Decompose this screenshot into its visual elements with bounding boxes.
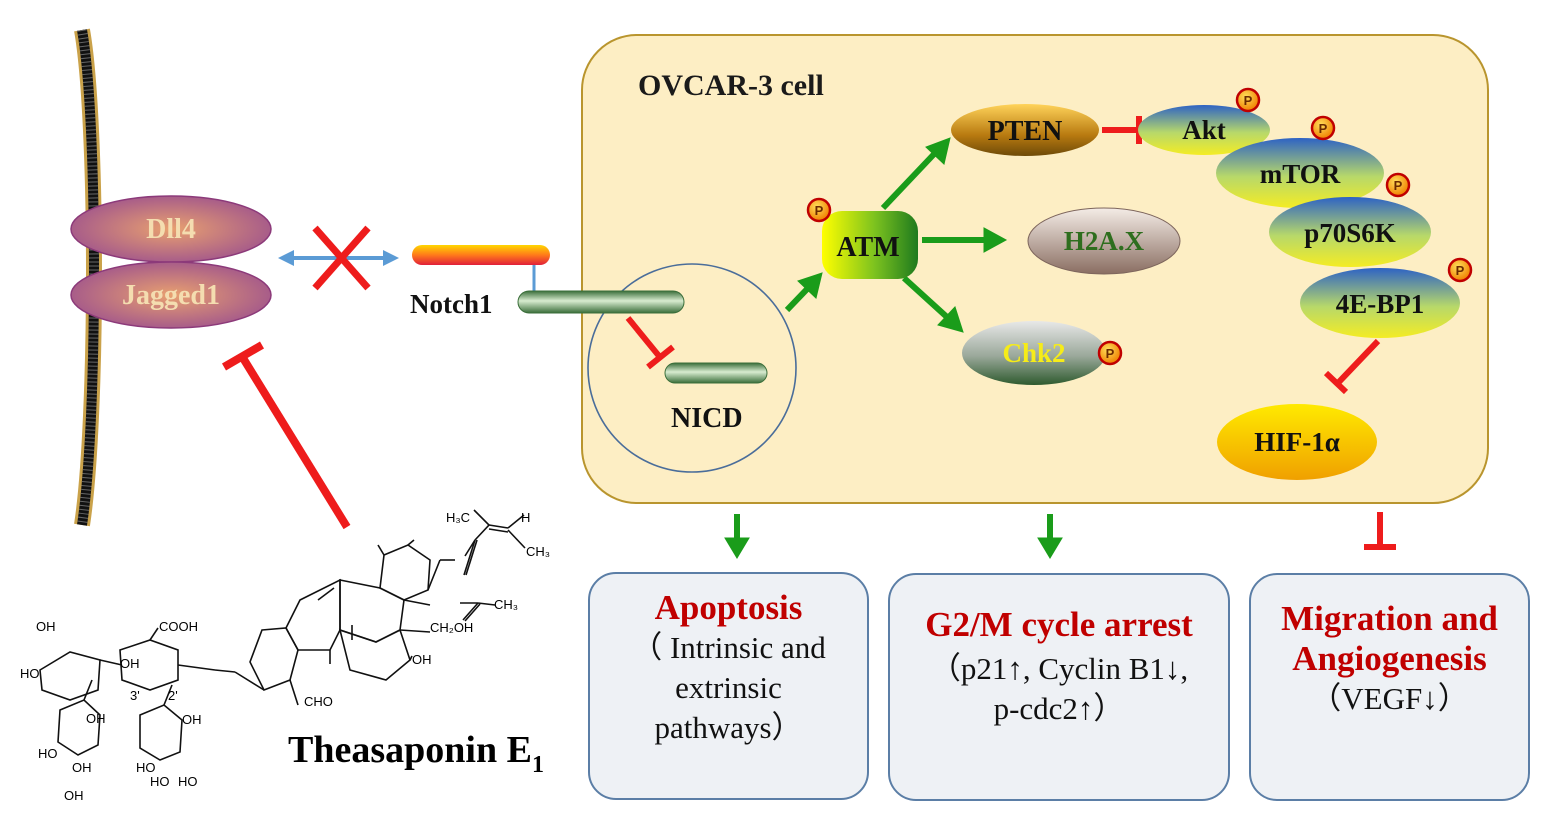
akt-node: Akt	[1138, 105, 1270, 155]
migration-inhibition-arrow	[1364, 512, 1396, 550]
chem-ho1: HO	[20, 666, 40, 681]
nucleus	[587, 263, 797, 473]
chem-ho5: HO	[178, 774, 198, 789]
h2ax-label: H2A.X	[1064, 226, 1145, 256]
phospho-badge-akt: P	[1235, 87, 1261, 113]
chk2-node: Chk2	[962, 321, 1106, 385]
chem-ho4: HO	[150, 774, 170, 789]
cell-label: OVCAR-3 cell	[638, 69, 824, 102]
p70s6k-node: p70S6K	[1269, 197, 1431, 267]
chem-oh1: OH	[36, 619, 56, 634]
dll4-ligand: Dll4	[70, 195, 272, 263]
dll4-label: Dll4	[146, 214, 196, 245]
theasaponin-structure	[39, 509, 526, 761]
mtor-label: mTOR	[1260, 159, 1341, 189]
blocked-interaction	[278, 225, 399, 291]
phospho-letter: P	[1394, 178, 1403, 193]
chem-ho2: HO	[38, 746, 58, 761]
cycle-arrest-box: G2/M cycle arrest （p21↑, Cyclin B1↓, p-c…	[888, 573, 1230, 801]
phospho-letter: P	[1106, 346, 1115, 361]
h2ax-node: H2A.X	[1027, 207, 1181, 275]
phospho-badge-atm: P	[806, 197, 832, 223]
notch1-receptor: Notch1	[410, 245, 685, 319]
compound-subscript: 1	[531, 752, 544, 778]
chem-oh2: OH	[86, 711, 106, 726]
migration-title: Migration and Angiogenesis	[1281, 599, 1498, 678]
chem-ho3: HO	[136, 760, 156, 775]
chem-h3c: H₃C	[446, 510, 470, 525]
cycle-arrest-arrow	[1037, 514, 1063, 559]
phospho-letter: P	[1244, 93, 1253, 108]
apoptosis-arrow	[724, 514, 750, 559]
atm-to-pten-arrow	[880, 137, 951, 211]
compound-inhibition-arrow	[221, 341, 351, 530]
nicd-to-atm-arrow	[784, 272, 823, 313]
chem-cooh: COOH	[159, 619, 198, 634]
akt-label: Akt	[1182, 115, 1226, 145]
cycle-arrest-detail: （p21↑, Cyclin B1↓, p-cdc2↑）	[929, 651, 1189, 726]
chem-cho: CHO	[304, 694, 333, 709]
chem-ch3b: CH₃	[494, 597, 518, 612]
phospho-badge-mtor: P	[1310, 115, 1336, 141]
phospho-letter: P	[1456, 263, 1465, 278]
pten-node: PTEN	[951, 104, 1099, 156]
cycle-arrest-title: G2/M cycle arrest	[925, 605, 1193, 644]
apoptosis-detail: （ Intrinsic and extrinsic pathways）	[631, 630, 826, 745]
chem-pos2: 2'	[168, 688, 178, 703]
apoptosis-title: Apoptosis	[654, 588, 803, 627]
chem-ch3: CH₃	[526, 544, 550, 559]
atm-label: ATM	[836, 232, 899, 263]
notch-cleavage-inhibition	[625, 316, 675, 370]
migration-detail: （VEGF↓）	[1310, 681, 1469, 716]
chem-oh5: OH	[64, 788, 84, 803]
nicd: NICD	[664, 362, 768, 434]
chem-pos3: 3'	[130, 688, 140, 703]
chk2-label: Chk2	[1002, 338, 1065, 368]
p70s6k-label: p70S6K	[1304, 218, 1396, 248]
cell-membrane	[74, 28, 102, 527]
atm-node: ATM	[822, 211, 918, 279]
compound-name-text: Theasaponin E	[288, 729, 532, 771]
apoptosis-box: Apoptosis （ Intrinsic and extrinsic path…	[588, 572, 869, 800]
phospho-letter: P	[1319, 121, 1328, 136]
chem-ch2oh: CH₂OH	[430, 620, 473, 635]
chem-oh3: OH	[120, 656, 140, 671]
hif1a-node: HIF-1α	[1217, 404, 1377, 480]
hif1a-label: HIF-1α	[1254, 427, 1340, 457]
activation-arrows	[724, 137, 1063, 559]
4ebp1-label: 4E-BP1	[1336, 289, 1425, 319]
phospho-letter: P	[815, 203, 824, 218]
phospho-badge-p70s6k: P	[1385, 172, 1411, 198]
compound-name: Theasaponin E1	[288, 728, 544, 779]
chem-h: H	[521, 510, 530, 525]
phospho-badge-4ebp1: P	[1447, 257, 1473, 283]
jagged1-ligand: Jagged1	[70, 261, 272, 329]
mtor-node: mTOR	[1216, 138, 1384, 208]
migration-box: Migration and Angiogenesis （VEGF↓）	[1249, 573, 1530, 801]
chem-labels: H₃C H CH₃ CH₃ CH₂OH OH CHO COOH OH HO OH…	[20, 510, 550, 803]
chem-oh6: OH	[72, 760, 92, 775]
jagged1-label: Jagged1	[122, 280, 220, 311]
eibp1-inhibits-hif	[1323, 338, 1381, 395]
phospho-badge-chk2: P	[1097, 340, 1123, 366]
chem-oh4: OH	[182, 712, 202, 727]
nicd-label: NICD	[671, 403, 743, 434]
pten-label: PTEN	[988, 116, 1063, 147]
atm-to-chk2-arrow	[901, 275, 964, 333]
chem-oh-ring: OH	[412, 652, 432, 667]
4ebp1-node: 4E-BP1	[1300, 268, 1460, 338]
notch1-label: Notch1	[410, 289, 493, 319]
atm-to-h2ax-arrow	[922, 227, 1008, 253]
